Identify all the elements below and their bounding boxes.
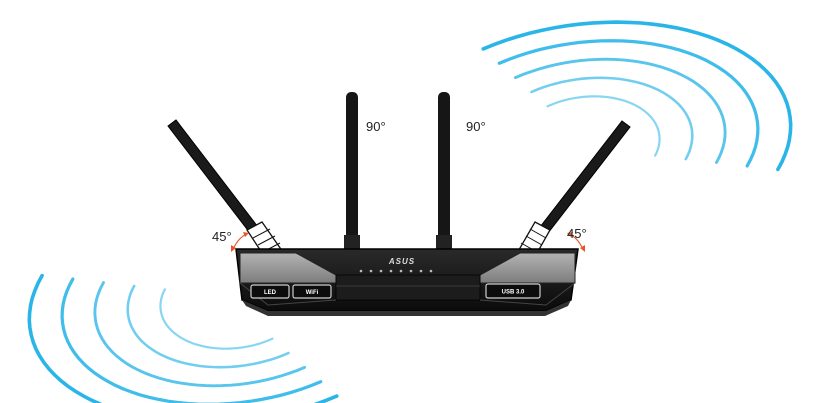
usb3-port-label: USB 3.0 bbox=[502, 290, 525, 296]
angle-arrow-right bbox=[567, 232, 585, 252]
asus-logo: ASUS bbox=[388, 257, 415, 266]
wave-arc-left-3 bbox=[93, 281, 307, 388]
antenna-left-center bbox=[344, 92, 360, 255]
status-led bbox=[419, 269, 423, 273]
status-led bbox=[369, 269, 373, 273]
wave-arc-right-4 bbox=[497, 39, 760, 168]
led-button-label: LED bbox=[264, 290, 277, 296]
wifi-button[interactable]: WiFi bbox=[292, 284, 332, 299]
status-led-row bbox=[359, 269, 433, 273]
usb3-port[interactable]: USB 3.0 bbox=[485, 283, 541, 299]
status-led bbox=[429, 269, 433, 273]
angle-label-left-center: 90° bbox=[366, 119, 386, 134]
status-led bbox=[409, 269, 413, 273]
wave-arc-left-4 bbox=[60, 277, 323, 403]
status-led bbox=[389, 269, 393, 273]
wave-arc-right-5 bbox=[481, 20, 793, 172]
status-led bbox=[399, 269, 403, 273]
wave-arc-right-1 bbox=[546, 95, 661, 157]
wave-arc-left-2 bbox=[126, 284, 290, 369]
angle-label-left-outer: 45° bbox=[212, 229, 232, 244]
wave-arc-left-5 bbox=[27, 273, 339, 403]
antenna-right-center bbox=[436, 92, 452, 255]
wave-arc-left-1 bbox=[159, 288, 274, 350]
status-led bbox=[379, 269, 383, 273]
wifi-signal-waves-right bbox=[481, 20, 793, 172]
angle-arrow-left bbox=[231, 232, 249, 252]
wave-arc-right-2 bbox=[530, 76, 694, 161]
wave-arc-right-3 bbox=[513, 57, 727, 164]
angle-label-right-outer: 45° bbox=[567, 226, 587, 241]
wifi-button-label: WiFi bbox=[306, 290, 319, 296]
status-led bbox=[359, 269, 363, 273]
brand-logo-text: ASUS bbox=[388, 257, 415, 266]
led-button[interactable]: LED bbox=[250, 284, 290, 299]
angle-label-right-center: 90° bbox=[466, 119, 486, 134]
wifi-signal-waves-left bbox=[27, 273, 339, 403]
